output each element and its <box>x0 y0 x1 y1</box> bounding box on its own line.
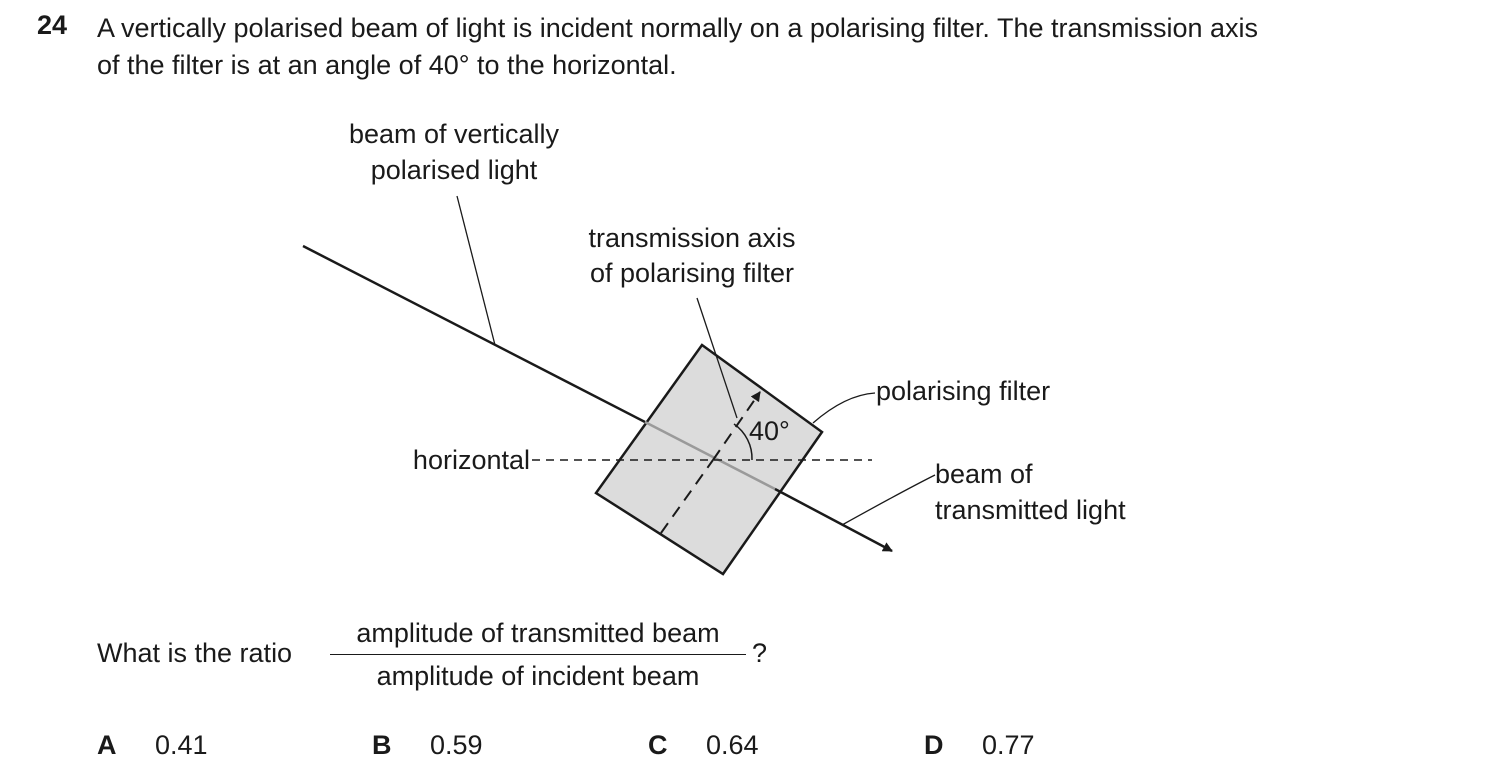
option-letter: B <box>372 730 392 760</box>
beam-inside-filter <box>644 420 776 491</box>
leader-transmitted <box>841 474 936 526</box>
polarising-filter-rect <box>594 343 824 576</box>
label-axis-line-2: of polarising filter <box>590 258 794 288</box>
transmission-axis-dashed <box>660 459 714 534</box>
option-value: 0.41 <box>155 730 208 760</box>
transmitted-beam-arrow <box>774 487 893 553</box>
label-axis-line-1: transmission axis <box>588 223 795 253</box>
fraction-denominator: amplitude of incident beam <box>376 661 700 691</box>
label-incident-line-2: polarised light <box>371 155 538 185</box>
option-c[interactable]: C 0.64 <box>648 730 759 761</box>
ratio-fraction: amplitude of transmitted beam amplitude … <box>330 618 746 692</box>
label-horizontal: horizontal <box>413 445 530 475</box>
angle-arc <box>733 423 753 461</box>
fraction-bar <box>330 654 746 655</box>
label-angle: 40° <box>749 416 790 446</box>
question-stem: A vertically polarised beam of light is … <box>97 10 1477 84</box>
leader-axis <box>696 297 738 419</box>
question-number: 24 <box>37 10 68 40</box>
ratio-lead-text: What is the ratio <box>97 638 293 668</box>
label-polarising-filter: polarising filter <box>876 376 1050 406</box>
question-mark: ? <box>752 638 768 668</box>
option-a[interactable]: A 0.41 <box>97 730 208 761</box>
option-letter: D <box>924 730 944 760</box>
option-value: 0.77 <box>982 730 1035 760</box>
leader-incident <box>456 195 496 346</box>
option-value: 0.64 <box>706 730 759 760</box>
option-b[interactable]: B 0.59 <box>372 730 483 761</box>
option-d[interactable]: D 0.77 <box>924 730 1035 761</box>
leader-filter <box>812 392 876 424</box>
label-incident-line-1: beam of vertically <box>349 119 560 149</box>
label-transmitted-line-2: transmitted light <box>935 495 1126 525</box>
option-letter: A <box>97 730 117 760</box>
fraction-numerator: amplitude of transmitted beam <box>356 618 720 648</box>
label-transmitted-line-1: beam of <box>935 459 1033 489</box>
incident-beam-line <box>302 244 646 424</box>
option-value: 0.59 <box>430 730 483 760</box>
stem-line-1: A vertically polarised beam of light is … <box>97 13 1259 43</box>
option-letter: C <box>648 730 668 760</box>
stem-line-2: of the filter is at an angle of 40° to t… <box>97 50 677 80</box>
